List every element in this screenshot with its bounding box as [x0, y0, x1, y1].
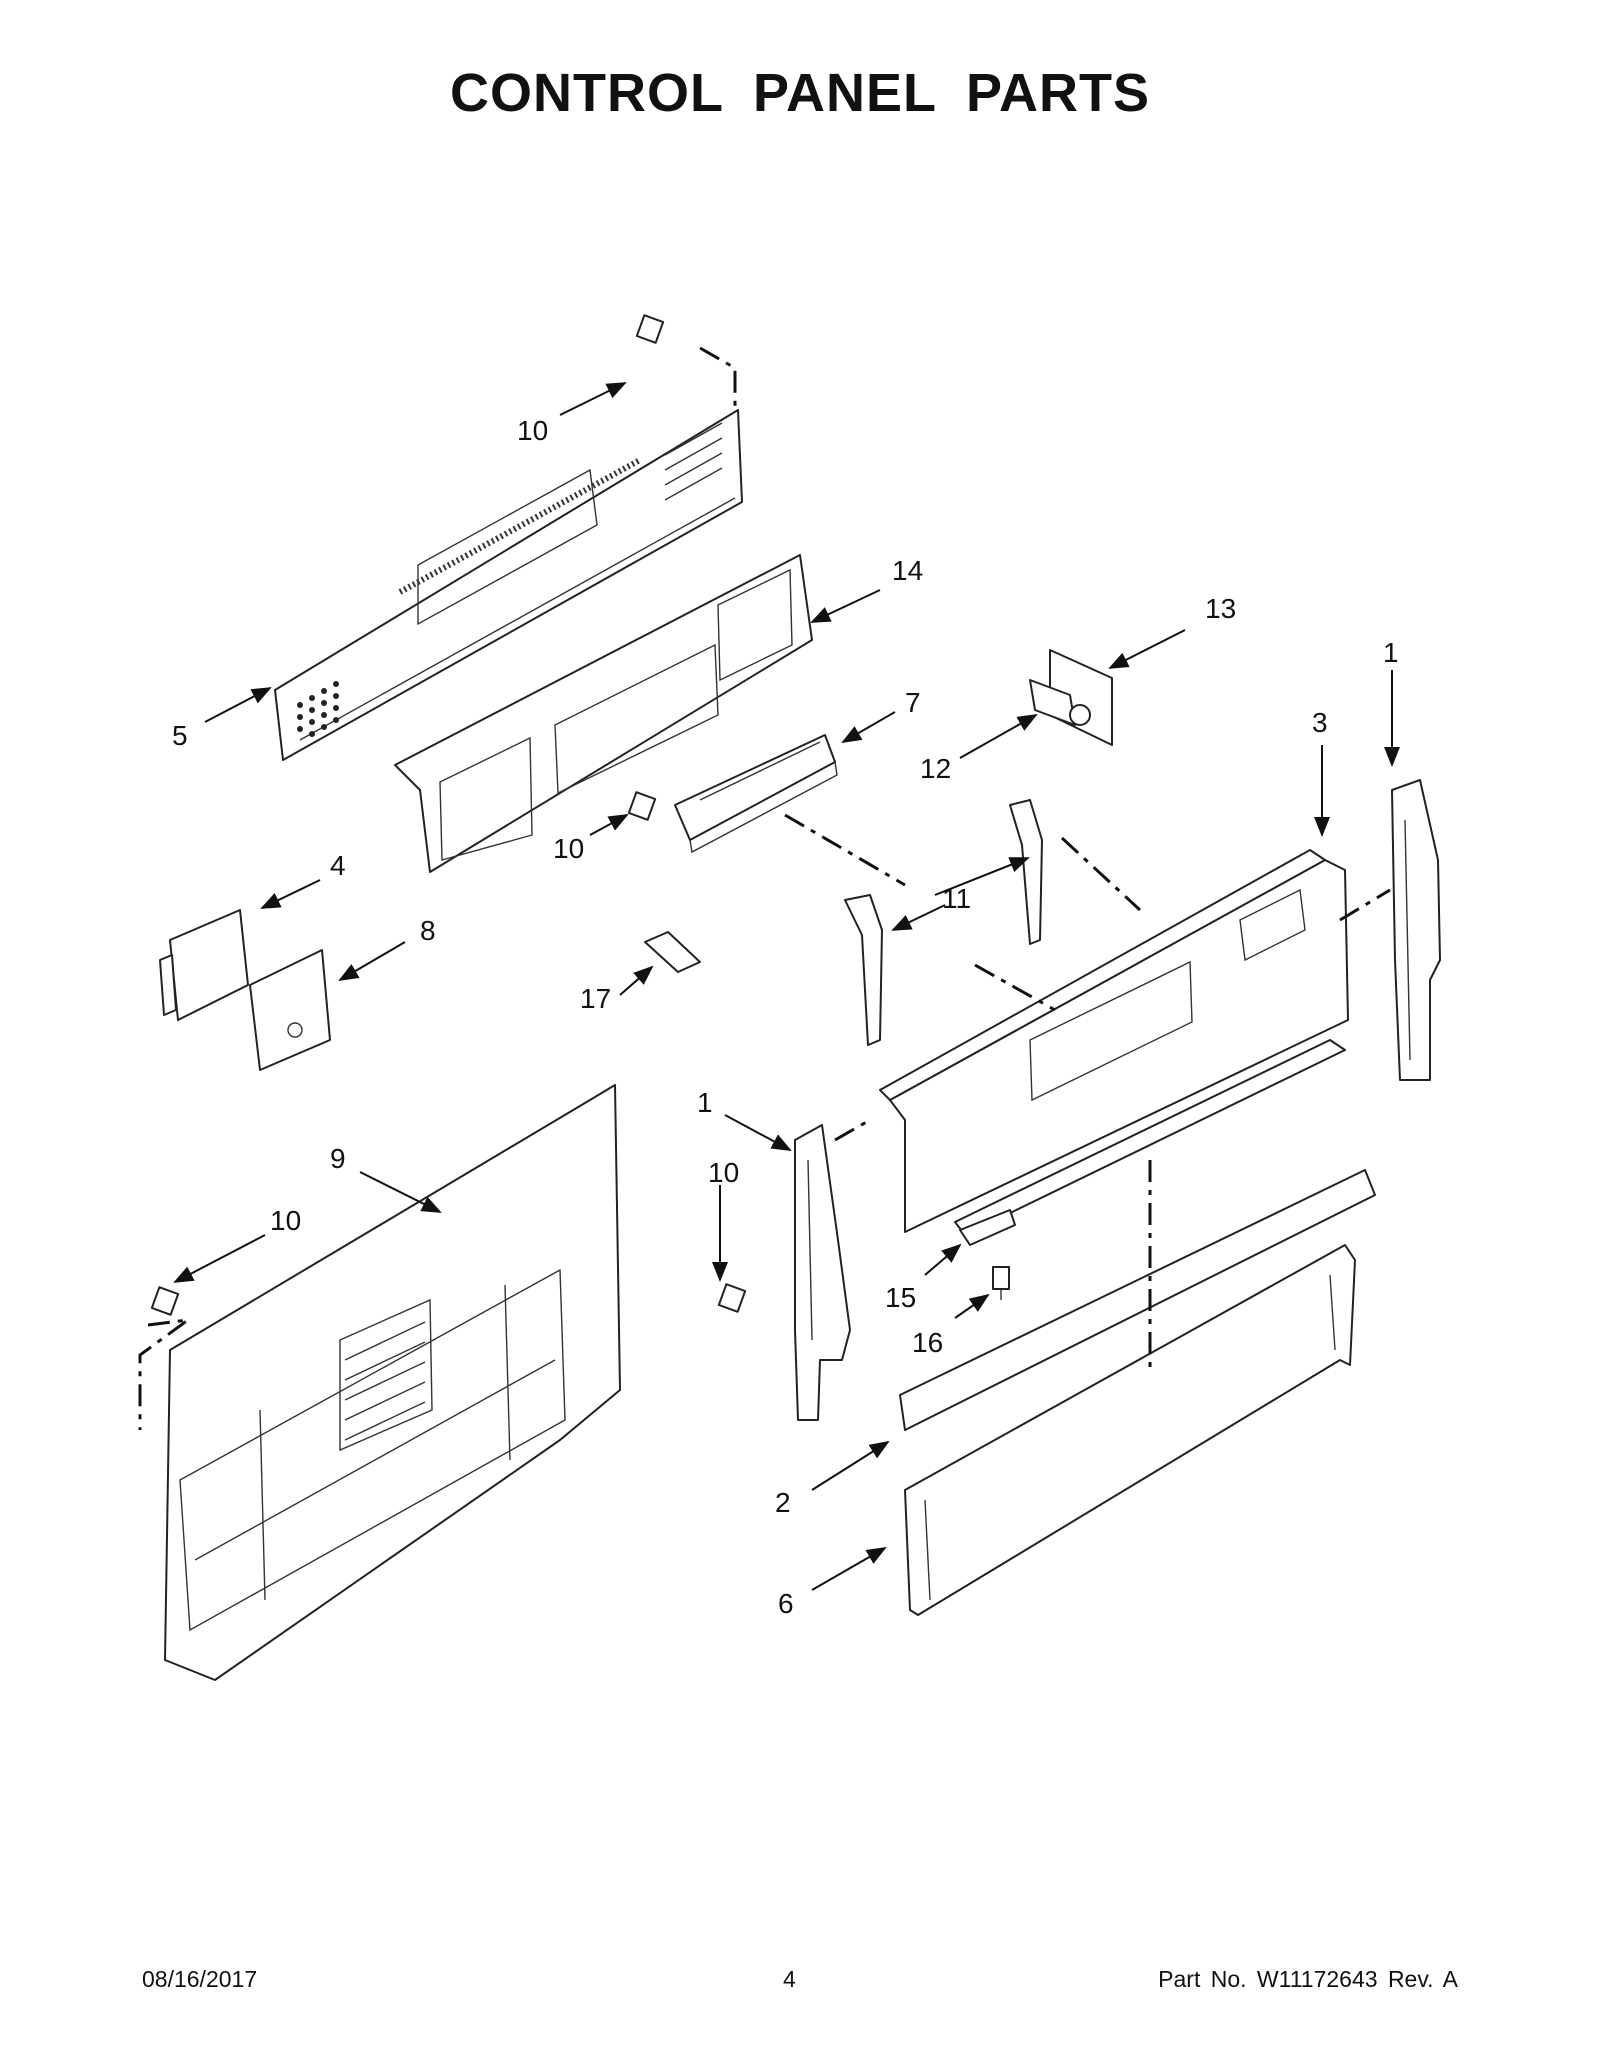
callout-8: 8 [420, 915, 436, 946]
part-13-switch [1029, 649, 1113, 746]
callout-3: 3 [1312, 707, 1328, 738]
callout-6: 6 [778, 1588, 794, 1619]
part-2-support [899, 1169, 1376, 1431]
callout-15: 15 [885, 1282, 916, 1313]
part-1-right-bracket [1391, 779, 1441, 1081]
part-14-bracket [394, 554, 813, 873]
footer-part-number: Part No. W11172643 Rev. A [1158, 1966, 1458, 1992]
part-8-bracket [249, 949, 331, 1071]
part-10-screws [150, 314, 747, 1316]
part-16-screw [992, 1266, 1010, 1300]
callout-2: 2 [775, 1487, 791, 1518]
alignment-lines [138, 346, 1391, 1430]
footer-page-number: 4 [783, 1966, 796, 1992]
callout-17: 17 [580, 983, 611, 1014]
callout-10: 10 [553, 833, 584, 864]
leader-arrows [173, 382, 1400, 1591]
part-6-frame [904, 1244, 1356, 1616]
callout-1: 1 [697, 1087, 713, 1118]
part-3-control-panel [879, 849, 1349, 1236]
part-17-clip [644, 931, 701, 973]
callout-10: 10 [270, 1205, 301, 1236]
callout-5: 5 [172, 720, 188, 751]
callout-1: 1 [1383, 637, 1399, 668]
callout-13: 13 [1205, 593, 1236, 624]
callout-7: 7 [905, 687, 921, 718]
callout-14: 14 [892, 555, 923, 586]
callout-11: 11 [942, 883, 971, 914]
callout-12: 12 [920, 753, 951, 784]
part-9-rear-panel [164, 1084, 621, 1681]
callout-4: 4 [330, 850, 346, 881]
callout-9: 9 [330, 1143, 346, 1174]
callout-10: 10 [517, 415, 548, 446]
part-7-control-board [674, 734, 838, 854]
page-title: CONTROL PANEL PARTS [449, 63, 1151, 123]
part-4-board [159, 909, 249, 1021]
callout-labels: 10 14 13 1 5 7 12 3 10 4 11 8 17 1 10 9 … [172, 415, 1399, 1619]
callout-10: 10 [708, 1157, 739, 1188]
part-5-control-cover [274, 409, 743, 761]
part-11-brackets [844, 799, 1043, 1046]
part-15-bracket [959, 1209, 1016, 1246]
part-1-left-bracket [794, 1124, 851, 1421]
footer-date: 08/16/2017 [142, 1966, 258, 1992]
callout-16: 16 [912, 1327, 943, 1358]
